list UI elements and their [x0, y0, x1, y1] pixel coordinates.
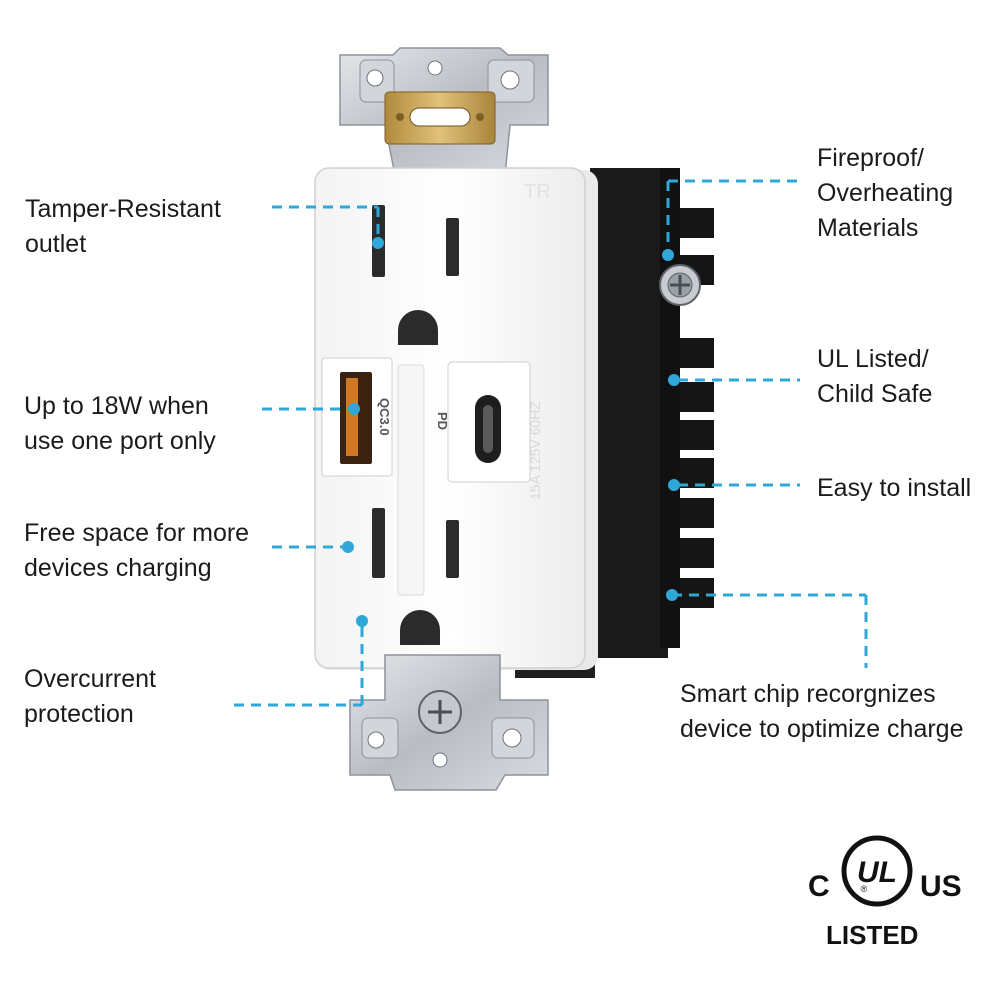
callout-text: Free space for more	[24, 519, 250, 547]
top-mounting-strap	[339, 47, 549, 176]
callout-overcurrent: Overcurrent protection	[24, 662, 156, 732]
faceplate	[314, 167, 598, 670]
callout-text: Easy to install	[817, 474, 972, 502]
callout-text: Fireproof/	[817, 144, 924, 172]
usb-a-label: QC3.0	[377, 398, 392, 436]
ul-listed-logo: C UL ® US LISTED	[806, 826, 962, 956]
callout-dots	[342, 237, 680, 627]
callout-tamper-resistant: Tamper-Resistant outlet	[25, 192, 221, 262]
callout-text: Up to 18W when	[24, 392, 209, 420]
callout-text: Smart chip recorgnizes	[680, 680, 936, 708]
callout-ul-listed: UL Listed/ Child Safe	[817, 342, 932, 412]
callout-easy-install: Easy to install	[817, 471, 971, 506]
ul-logo-listed: LISTED	[826, 920, 919, 950]
callout-text: outlet	[25, 230, 87, 258]
ul-logo-mark: UL	[857, 856, 897, 889]
ul-logo-ring: UL ®	[841, 835, 913, 907]
callout-text: UL Listed/	[817, 345, 929, 373]
callout-text: Materials	[817, 214, 919, 242]
callout-text: device to optimize charge	[680, 715, 964, 743]
bottom-mounting-strap	[349, 654, 549, 791]
ul-logo-c: C	[808, 870, 830, 903]
usb-c-label: PD	[435, 412, 450, 430]
callout-text: Overcurrent	[24, 665, 156, 693]
callout-text: Child Safe	[817, 380, 933, 408]
callout-text: Overheating	[817, 179, 954, 207]
callout-lines	[234, 179, 868, 707]
ul-logo-registered: ®	[861, 884, 868, 894]
callout-free-space: Free space for more devices charging	[24, 516, 249, 586]
callout-text: Tamper-Resistant	[25, 195, 221, 223]
rating-marking: 15A 125V 60HZ	[527, 401, 543, 500]
ul-logo-us: US	[920, 870, 962, 903]
callout-text: use one port only	[24, 427, 216, 455]
callout-text: devices charging	[24, 554, 212, 582]
tr-marking: TR	[524, 181, 551, 203]
callout-text: protection	[24, 700, 134, 728]
callout-power: Up to 18W when use one port only	[24, 389, 216, 459]
callout-smart-chip: Smart chip recorgnizes device to optimiz…	[680, 677, 963, 747]
callout-fireproof: Fireproof/ Overheating Materials	[817, 141, 953, 246]
